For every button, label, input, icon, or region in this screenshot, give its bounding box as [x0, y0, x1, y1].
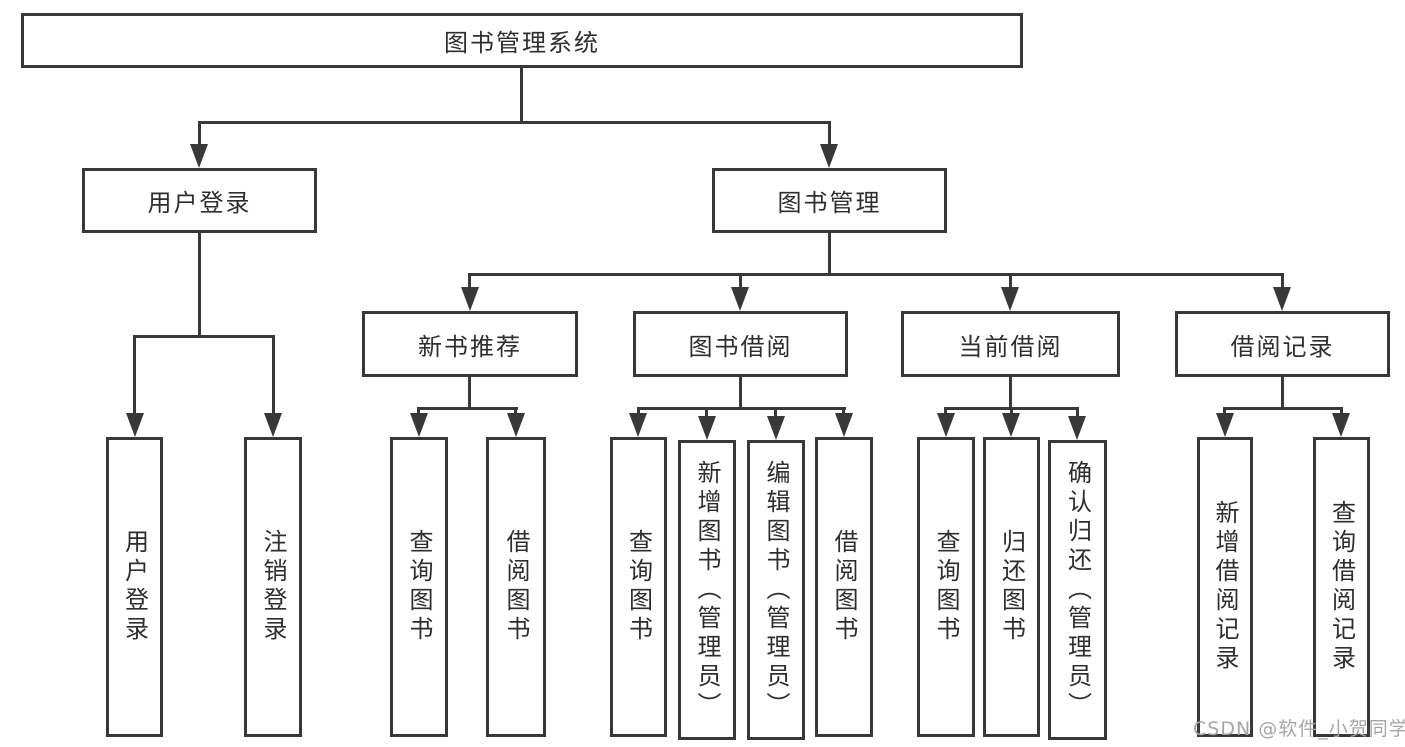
connector-line — [637, 407, 640, 415]
connector-line — [1281, 377, 1284, 410]
connector-line — [1009, 273, 1012, 289]
arrow-down-icon — [461, 287, 479, 311]
csdn-watermark: CSDN @软件_小贺同学 — [1193, 718, 1405, 740]
node-leaf-edit-books-admin: 编辑图书（管理员） — [747, 440, 805, 740]
arrow-down-icon — [410, 413, 428, 437]
connector-line — [272, 335, 275, 414]
connector-line — [1223, 407, 1343, 410]
connector-line — [739, 273, 742, 289]
connector-line — [1076, 407, 1079, 418]
node-leaf-add-books-admin: 新增图书（管理员） — [678, 440, 736, 740]
arrow-down-icon — [698, 416, 716, 440]
connector-line — [417, 407, 420, 415]
connector-line — [514, 407, 517, 415]
arrow-down-icon — [1273, 287, 1291, 311]
node-leaf-query-books: 查询图书 — [390, 437, 448, 737]
connector-line — [842, 407, 845, 415]
arrow-down-icon — [1001, 287, 1019, 311]
node-library-system: 图书管理系统 — [21, 13, 1023, 68]
arrow-down-icon — [937, 413, 955, 437]
arrow-down-icon — [507, 413, 525, 437]
connector-line — [133, 335, 136, 414]
connector-line — [1009, 377, 1012, 410]
node-current-borrowing: 当前借阅 — [901, 311, 1120, 377]
arrow-down-icon — [264, 413, 282, 437]
node-leaf-query-borrow-record: 查询借阅记录 — [1313, 437, 1370, 737]
node-borrowing-records: 借阅记录 — [1175, 311, 1390, 377]
node-leaf-borrow-books: 借阅图书 — [815, 437, 873, 737]
arrow-down-icon — [1216, 413, 1234, 437]
arrow-down-icon — [190, 144, 208, 168]
connector-line — [705, 407, 708, 418]
arrow-down-icon — [1068, 416, 1086, 440]
arrow-down-icon — [1332, 413, 1350, 437]
arrow-down-icon — [731, 287, 749, 311]
connector-line — [944, 407, 947, 415]
connector-line — [468, 377, 471, 410]
node-user-login: 用户登录 — [82, 168, 317, 233]
node-leaf-query-books: 查询图书 — [917, 437, 975, 737]
connector-line — [468, 273, 1284, 276]
arrow-down-icon — [767, 416, 785, 440]
node-leaf-query-books: 查询图书 — [610, 437, 667, 737]
connector-line — [133, 335, 275, 338]
connector-line — [828, 121, 831, 146]
connector-line — [198, 233, 201, 338]
node-leaf-user-login: 用户登录 — [106, 437, 163, 737]
connector-line — [828, 233, 831, 276]
connector-line — [520, 68, 523, 124]
arrow-down-icon — [1002, 413, 1020, 437]
node-leaf-logout: 注销登录 — [244, 437, 302, 737]
connector-line — [468, 273, 471, 289]
node-leaf-borrow-books: 借阅图书 — [486, 437, 546, 737]
arrow-down-icon — [629, 413, 647, 437]
connector-line — [637, 407, 846, 410]
connector-line — [198, 121, 831, 124]
node-book-management: 图书管理 — [712, 168, 947, 233]
connector-line — [1223, 407, 1226, 415]
connector-line — [739, 377, 742, 410]
connector-line — [198, 121, 201, 146]
arrow-down-icon — [835, 413, 853, 437]
node-new-book-recommend: 新书推荐 — [362, 311, 578, 377]
connector-line — [1340, 407, 1343, 415]
node-book-borrowing: 图书借阅 — [633, 311, 848, 377]
node-leaf-add-borrow-record: 新增借阅记录 — [1197, 437, 1253, 737]
connector-line — [1010, 407, 1013, 415]
node-leaf-return-books: 归还图书 — [983, 437, 1040, 737]
connector-line — [417, 407, 518, 410]
arrow-down-icon — [820, 144, 838, 168]
node-leaf-confirm-return-admin: 确认归还（管理员） — [1048, 440, 1107, 740]
connector-line — [1281, 273, 1284, 289]
arrow-down-icon — [126, 413, 144, 437]
connector-line — [774, 407, 777, 418]
